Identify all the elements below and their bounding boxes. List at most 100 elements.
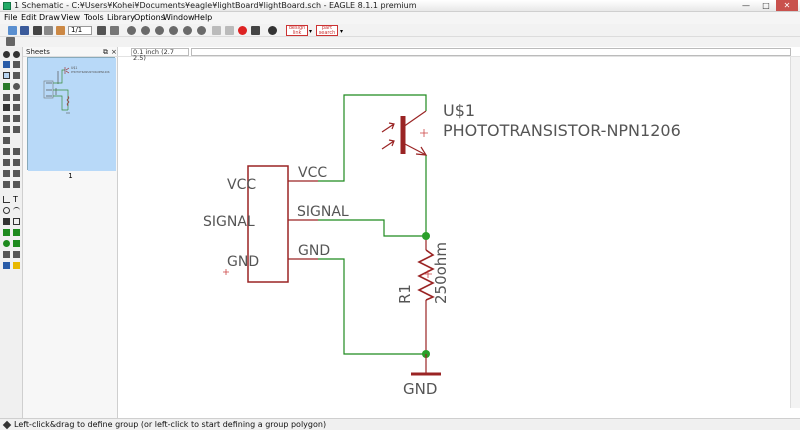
- menu-help[interactable]: Help: [194, 13, 213, 22]
- schematic-canvas[interactable]: VCC SIGNAL GND VCC SIGNAL GND U$1 PHOTOT…: [118, 57, 800, 418]
- name-icon[interactable]: [3, 115, 10, 122]
- junction-icon[interactable]: [3, 240, 10, 247]
- pinswap-icon[interactable]: [13, 159, 20, 166]
- polygon-icon[interactable]: [13, 218, 20, 225]
- schematic-drawing[interactable]: VCC SIGNAL GND VCC SIGNAL GND U$1 PHOTOT…: [118, 57, 800, 418]
- erc-icon[interactable]: [3, 262, 10, 269]
- run-icon[interactable]: [110, 26, 119, 35]
- port-icon[interactable]: [13, 251, 20, 258]
- sheets-title: Sheets: [26, 48, 50, 56]
- eagle-app-icon: [3, 2, 11, 10]
- arc-icon[interactable]: [13, 207, 20, 214]
- sheet-select[interactable]: 1/1: [68, 26, 92, 35]
- command-line-input[interactable]: [191, 48, 791, 56]
- paste-icon[interactable]: [13, 94, 20, 101]
- frame-icon[interactable]: [13, 181, 20, 188]
- menu-tools[interactable]: Tools: [84, 13, 104, 22]
- transistor-name: U$1: [443, 101, 475, 120]
- zoom-in-icon[interactable]: [141, 26, 150, 35]
- board-icon[interactable]: [56, 26, 65, 35]
- menu-options[interactable]: Options: [134, 13, 165, 22]
- redo-icon[interactable]: [225, 26, 234, 35]
- change-icon[interactable]: [13, 104, 20, 111]
- mark-icon[interactable]: [13, 61, 20, 68]
- open-icon[interactable]: [8, 26, 17, 35]
- zoom-fit-icon[interactable]: [127, 26, 136, 35]
- circle-icon[interactable]: [3, 207, 10, 214]
- smash-icon[interactable]: [3, 126, 10, 133]
- stop-icon[interactable]: [238, 26, 247, 35]
- junction-signal[interactable]: [422, 232, 430, 240]
- show-icon[interactable]: [13, 51, 20, 58]
- rotate-icon[interactable]: [13, 83, 20, 90]
- net-label-signal: SIGNAL: [297, 204, 349, 220]
- net-vcc[interactable]: [318, 94, 427, 182]
- minimize-button[interactable]: —: [742, 1, 750, 10]
- float-panel-icon[interactable]: ⧉: [103, 48, 108, 56]
- zoom-area-icon[interactable]: [183, 26, 192, 35]
- resistor-r1[interactable]: [417, 249, 435, 301]
- replace-icon[interactable]: [3, 159, 10, 166]
- attribute-icon[interactable]: [3, 181, 10, 188]
- gateswap-icon[interactable]: [13, 148, 20, 155]
- help-icon[interactable]: [268, 26, 277, 35]
- script-icon[interactable]: [97, 26, 106, 35]
- zoom-out-icon[interactable]: [155, 26, 164, 35]
- net-label-vcc: VCC: [298, 165, 327, 181]
- split-icon[interactable]: [13, 126, 20, 133]
- menu-library[interactable]: Library: [107, 13, 135, 22]
- ground-label: GND: [403, 380, 437, 398]
- menu-edit[interactable]: Edit: [21, 13, 37, 22]
- grid-icon[interactable]: [6, 37, 15, 46]
- text-icon[interactable]: T: [13, 195, 18, 204]
- copy-icon[interactable]: [3, 83, 10, 90]
- redraw-icon[interactable]: [197, 26, 206, 35]
- vertical-scrollbar[interactable]: [790, 57, 800, 408]
- group-icon[interactable]: [3, 72, 10, 79]
- menu-draw[interactable]: Draw: [39, 13, 60, 22]
- sheet-thumbnail[interactable]: U$1 PHOTOTRANSISTOR-NPN1206: [27, 57, 116, 171]
- menu-window[interactable]: Window: [163, 13, 195, 22]
- menu-view[interactable]: View: [61, 13, 80, 22]
- invoke-icon[interactable]: [3, 148, 10, 155]
- part-search-button[interactable]: part search: [316, 25, 338, 36]
- undo-icon[interactable]: [212, 26, 221, 35]
- miter-icon[interactable]: [3, 137, 10, 144]
- module-icon[interactable]: [3, 251, 10, 258]
- connector-body[interactable]: [247, 165, 289, 283]
- close-panel-icon[interactable]: ×: [111, 48, 117, 56]
- schematic-editor: 0.1 inch (2.7 2.5) VCC SIGNAL GND VCC SI…: [118, 47, 800, 418]
- errors-icon[interactable]: [13, 262, 20, 269]
- value-icon[interactable]: [13, 115, 20, 122]
- net-gnd[interactable]: [318, 258, 426, 355]
- net-icon[interactable]: [13, 229, 20, 236]
- bus-icon[interactable]: [3, 229, 10, 236]
- move-icon[interactable]: [13, 72, 20, 79]
- save-icon[interactable]: [20, 26, 29, 35]
- window-title: 1 Schematic - C:¥Users¥Kohei¥Documents¥e…: [14, 1, 417, 10]
- close-button[interactable]: ✕: [776, 0, 798, 11]
- print-icon[interactable]: [33, 26, 42, 35]
- net-signal[interactable]: [318, 219, 426, 237]
- design-link-dropdown-icon[interactable]: ▾: [309, 28, 313, 35]
- wire-icon[interactable]: [3, 196, 10, 203]
- light-arrows-icon: [381, 122, 395, 150]
- design-link-button[interactable]: design link: [286, 25, 308, 36]
- menu-file[interactable]: File: [4, 13, 18, 22]
- mirror-icon[interactable]: [3, 94, 10, 101]
- zoom-select-icon[interactable]: [169, 26, 178, 35]
- delete-icon[interactable]: [3, 104, 10, 111]
- layers-icon[interactable]: [3, 61, 10, 68]
- add-part-icon[interactable]: [3, 170, 10, 177]
- go-icon[interactable]: [251, 26, 260, 35]
- coordinate-bar: 0.1 inch (2.7 2.5): [118, 47, 800, 61]
- maximize-button[interactable]: □: [762, 1, 770, 10]
- cam-icon[interactable]: [44, 26, 53, 35]
- rect-icon[interactable]: [3, 218, 10, 225]
- label-icon[interactable]: [13, 240, 20, 247]
- part-search-dropdown-icon[interactable]: ▾: [340, 28, 344, 35]
- optimize-icon[interactable]: [13, 170, 20, 177]
- coordinate-display: 0.1 inch (2.7 2.5): [131, 48, 189, 61]
- info-icon[interactable]: [3, 51, 10, 58]
- menu-bar: File Edit Draw View Tools Library Option…: [0, 12, 800, 24]
